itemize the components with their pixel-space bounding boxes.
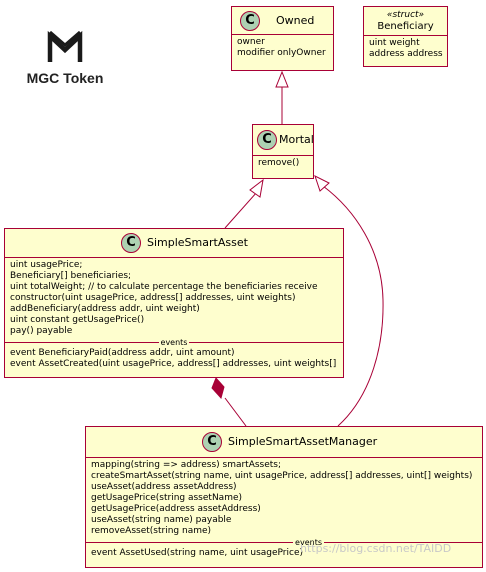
events-separator: events	[86, 537, 482, 548]
member: pay() payable	[10, 326, 73, 336]
class-simple-smart-asset-manager-header: C SimpleSmartAssetManager	[86, 427, 482, 458]
class-mortal-name: Mortal	[279, 133, 314, 146]
composition-diamond	[211, 377, 225, 400]
struct-beneficiary-header: «struct» Beneficiary	[364, 7, 447, 36]
class-owned-members: owner modifier onlyOwner	[232, 35, 333, 62]
class-simple-smart-asset-manager: C SimpleSmartAssetManager mapping(string…	[85, 426, 483, 568]
member: getUsagePrice(string assetName)	[91, 493, 243, 503]
struct-beneficiary-name: Beneficiary	[377, 21, 434, 32]
event: event AssetCreated(uint usagePrice, addr…	[10, 359, 337, 369]
class-owned: C Owned owner modifier onlyOwner	[231, 6, 334, 71]
edge-asset-mortal	[224, 191, 258, 229]
class-owned-name: Owned	[276, 14, 315, 27]
class-badge-icon: C	[121, 233, 141, 253]
inheritance-arrowhead-mortal-right	[314, 175, 330, 192]
watermark: https://blog.csdn.net/TAIDD	[300, 542, 452, 555]
mgc-logo-icon	[47, 30, 83, 62]
member: Beneficiary[] beneficiaries;	[10, 271, 132, 281]
class-badge-icon: C	[202, 432, 222, 452]
member: getUsagePrice(address assetAddress)	[91, 504, 261, 514]
member: modifier onlyOwner	[237, 48, 326, 58]
member: useAsset(address assetAddress)	[91, 482, 237, 492]
mgc-logo: MGC Token	[20, 30, 110, 86]
class-mortal-header: C Mortal	[253, 125, 314, 156]
class-simple-smart-asset-header: C SimpleSmartAsset	[5, 229, 343, 258]
class-owned-header: C Owned	[232, 7, 333, 35]
events-separator-label: events	[158, 338, 190, 347]
class-simple-smart-asset-manager-name: SimpleSmartAssetManager	[228, 435, 378, 448]
class-simple-smart-asset-manager-members: mapping(string => address) smartAssets; …	[86, 458, 482, 562]
member: uint usagePrice;	[10, 260, 83, 270]
member: constructor(uint usagePrice, address[] a…	[10, 293, 296, 303]
class-mortal: C Mortal remove()	[252, 124, 314, 179]
edge-manager-mortal	[322, 185, 384, 427]
stereotype-label: «struct»	[386, 10, 425, 20]
events-separator: events	[5, 337, 343, 348]
class-badge-icon: C	[257, 130, 277, 150]
inheritance-arrowhead-owned	[275, 70, 289, 88]
inheritance-arrowhead-mortal-left	[249, 178, 264, 198]
event: event BeneficiaryPaid(address addr, uint…	[10, 348, 235, 358]
member: removeAsset(string name)	[91, 526, 212, 536]
class-badge-icon: C	[240, 11, 260, 31]
member: remove()	[258, 158, 300, 168]
member: uint totalWeight; // to calculate percen…	[10, 282, 318, 292]
struct-beneficiary: «struct» Beneficiary uint weight address…	[363, 6, 448, 67]
member: address address	[369, 49, 443, 59]
member: owner	[237, 37, 265, 47]
class-mortal-members: remove()	[253, 156, 313, 172]
edge-composition	[224, 397, 247, 427]
class-simple-smart-asset-name: SimpleSmartAsset	[147, 236, 248, 249]
class-simple-smart-asset: C SimpleSmartAsset uint usagePrice; Bene…	[4, 228, 344, 378]
events-separator-label: events	[293, 538, 324, 547]
logo-text: MGC Token	[26, 70, 104, 86]
member: addBeneficiary(address addr, uint weight…	[10, 304, 200, 314]
member: useAsset(string name) payable	[91, 515, 232, 525]
member: uint constant getUsagePrice()	[10, 315, 145, 325]
event: event AssetUsed(string name, uint usageP…	[91, 548, 303, 558]
member: createSmartAsset(string name, uint usage…	[91, 471, 473, 481]
member: mapping(string => address) smartAssets;	[91, 460, 282, 470]
struct-beneficiary-members: uint weight address address	[364, 36, 447, 63]
member: uint weight	[369, 38, 420, 48]
class-simple-smart-asset-members: uint usagePrice; Beneficiary[] beneficia…	[5, 258, 343, 373]
